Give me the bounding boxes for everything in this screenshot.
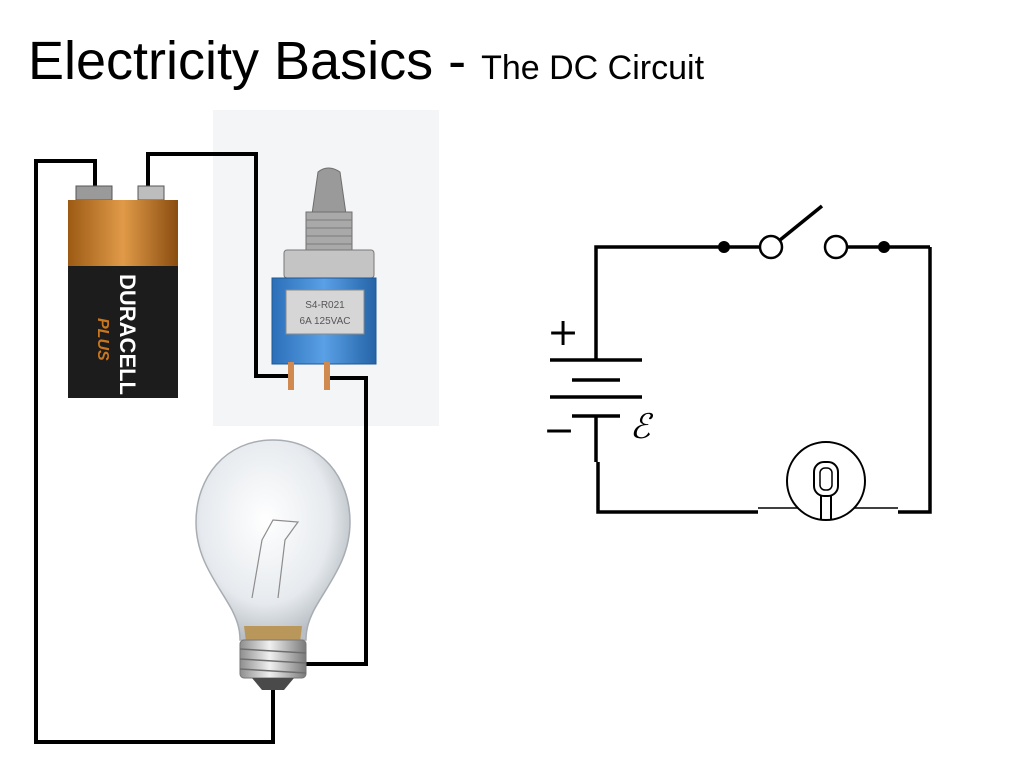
bulb-contact-tip	[252, 678, 294, 690]
bulb-neck	[244, 626, 302, 642]
battery-terminal-positive	[137, 185, 165, 201]
switch-pin-right	[324, 362, 330, 390]
title-subtitle: The DC Circuit	[481, 49, 705, 87]
switch-plate-label-line1: S4-R021	[305, 300, 345, 311]
battery-brand-label: DURACELL	[115, 274, 140, 395]
bulb-screw-threads	[239, 648, 307, 674]
schematic-battery-symbol: + − ℰ	[543, 310, 654, 462]
emf-symbol-label: ℰ	[630, 407, 654, 447]
switch-thread-lines	[306, 219, 352, 245]
switch-lever	[311, 167, 347, 215]
battery-minus-sign: −	[543, 408, 575, 452]
switch-mounting-nut	[283, 249, 375, 279]
toggle-switch-image: S4-R021 6A 125VAC	[271, 167, 377, 390]
schematic-lamp-symbol	[758, 441, 898, 521]
switch-blade	[778, 204, 824, 242]
title-main: Electricity Basics	[28, 31, 434, 91]
wire-switch-to-bulb	[300, 376, 368, 666]
switch-plate-label-line2: 6A 125VAC	[300, 316, 351, 327]
battery-plus-sign: +	[547, 310, 579, 354]
wire-battery-negative-to-bulb	[34, 159, 275, 744]
switch-contact-left	[758, 234, 784, 260]
slide-title: Electricity Basics - The DC Circuit	[28, 30, 704, 92]
bulb-glass	[195, 439, 351, 641]
switch-terminal-dot-right	[878, 241, 890, 253]
battery-model-label: PLUS	[94, 318, 111, 361]
title-separator: -	[433, 31, 482, 91]
schematic-switch-symbol	[718, 204, 890, 260]
switch-contact-right	[823, 234, 849, 260]
lamp-filament-inner	[819, 467, 833, 491]
battery-9v-image: DURACELL PLUS	[68, 185, 178, 398]
schematic-circuit: + − ℰ	[543, 204, 932, 521]
battery-black-body	[68, 266, 178, 398]
wire-battery-positive-to-switch	[146, 152, 292, 378]
battery-copper-top	[68, 200, 178, 268]
schematic-wire-top-left	[594, 245, 724, 332]
pictorial-circuit: DURACELL PLUS S4-R021 6A 125VAC	[34, 110, 439, 744]
schematic-wire-bottom-left	[596, 462, 758, 514]
bulb-filament	[251, 519, 300, 599]
light-bulb-image	[195, 439, 351, 690]
switch-pin-left	[288, 362, 294, 390]
schematic-wire-right-side	[898, 247, 932, 514]
switch-metal-plate	[285, 289, 365, 335]
lamp-circle	[786, 441, 866, 521]
lamp-filament-outer	[813, 461, 839, 497]
battery-terminal-negative	[75, 185, 113, 201]
